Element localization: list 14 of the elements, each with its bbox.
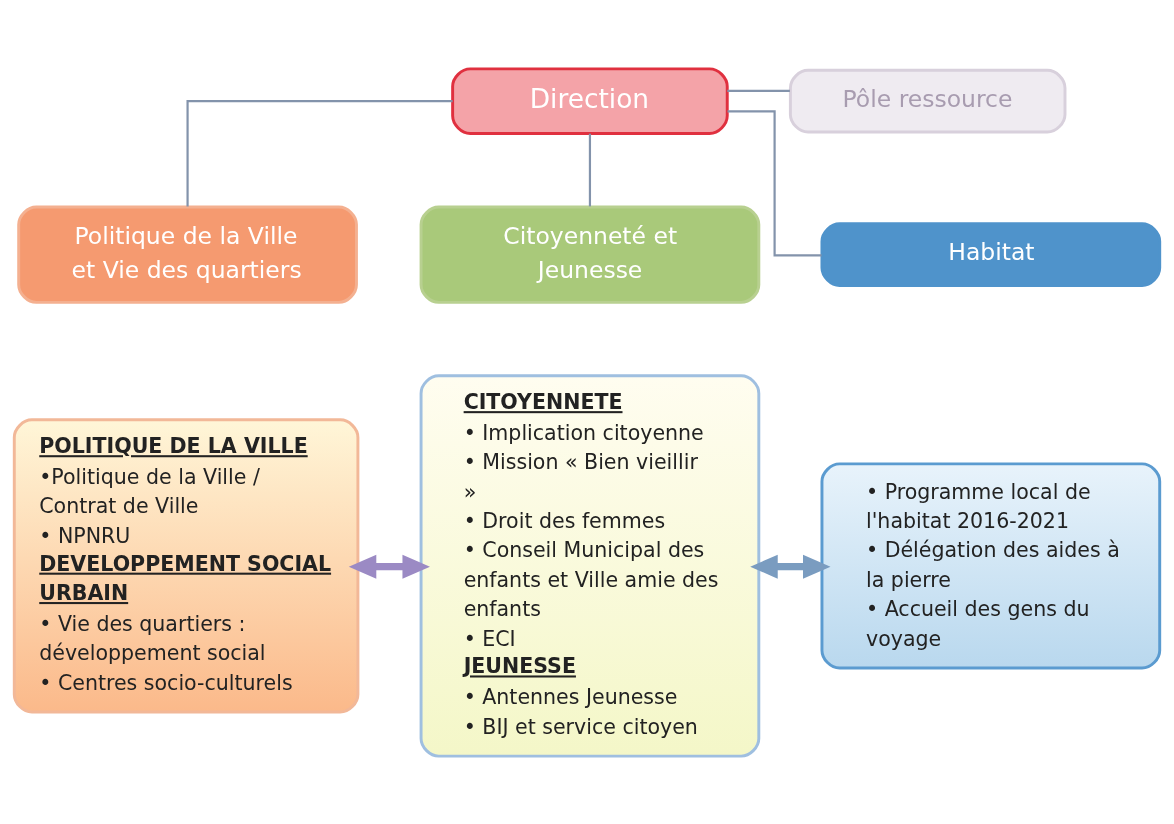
node-box: Politique de la Ville et Vie des quartiers: [17, 204, 358, 304]
node-box: Pôle ressource: [788, 68, 1067, 133]
connector: [727, 89, 790, 92]
node-box: CITOYENNETE • Implication citoyenne • Mission « Bien vieillir » • Droit des femmes • Conseil Municipal des enfants et Ville amie des enfants • ECI JEUNESSE • Antennes Jeunesse • BIJ et service citoyen: [419, 373, 761, 758]
node-box: • Programme local de l'habitat 2016-2021 • Délégation des aides à la pierre • Accueil des gens du voyage: [820, 461, 1162, 669]
node-box: POLITIQUE DE LA VILLE •Politique de la Ville / Contrat de Ville • NPNRU DEVELOPPEMENT SOCIAL URBAIN • Vie des quartiers : développement social • Centres socio-culturels: [12, 417, 360, 714]
node-box: Direction: [451, 66, 729, 135]
node-box: Habitat: [820, 221, 1162, 287]
connector: [186, 99, 453, 206]
arrow: [348, 554, 430, 579]
connector: [588, 133, 592, 206]
arrow: [750, 554, 831, 579]
connector: [727, 109, 822, 256]
node-box: Citoyenneté et Jeunesse: [419, 204, 761, 304]
